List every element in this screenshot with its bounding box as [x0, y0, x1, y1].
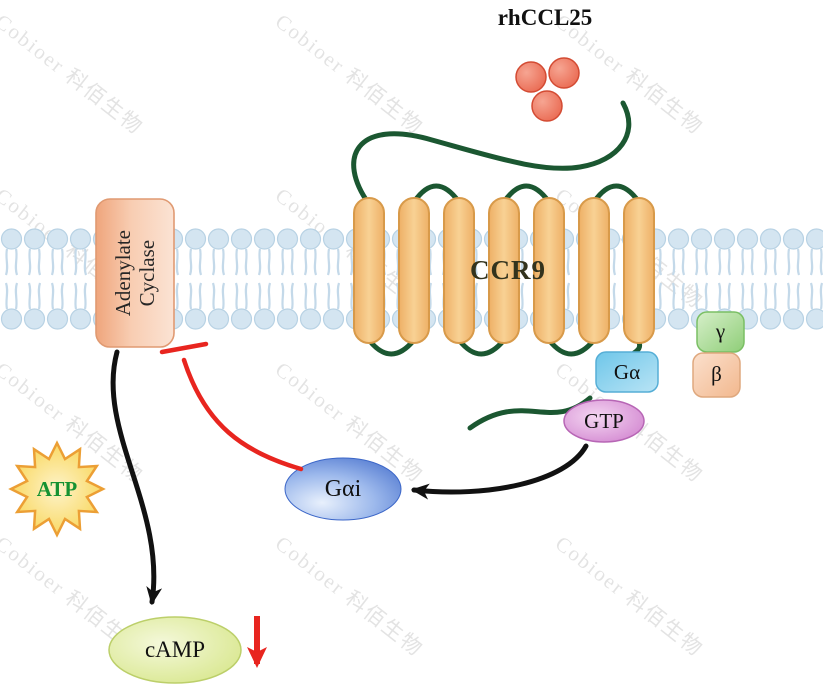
extracellular-loop [501, 183, 552, 205]
ligand-particle [531, 90, 563, 122]
ligand-particle [548, 57, 580, 89]
intracellular-loop [546, 337, 597, 357]
receptor-helix [578, 197, 610, 344]
receptor-helix [533, 197, 565, 344]
extracellular-loop [591, 183, 642, 205]
gamma-subunit-shape [696, 311, 745, 353]
inhibition-arrow-gai-to-ac [181, 357, 304, 472]
intracellular-loop [456, 337, 507, 357]
receptor-helices [353, 197, 655, 344]
arrow-ac-to-camp [110, 349, 163, 605]
intracellular-loop [366, 337, 417, 357]
ligand-particle [515, 61, 547, 93]
receptor-helix [443, 197, 475, 344]
extracellular-loop [411, 183, 462, 205]
inhibition-bar [159, 341, 209, 355]
g-alpha-i-shape [284, 457, 402, 521]
beta-subunit-shape [692, 352, 741, 398]
receptor-helix [488, 197, 520, 344]
adenylate-cyclase-shape [95, 198, 175, 348]
ligand-particles [515, 57, 580, 122]
gtp-shape [563, 399, 645, 443]
camp-shape [108, 616, 242, 684]
g-alpha-shape [595, 351, 659, 393]
n-terminus-loop [351, 100, 632, 207]
receptor-helix [353, 197, 385, 344]
atp-starburst [8, 440, 106, 538]
receptor-helix [398, 197, 430, 344]
receptor-helix [623, 197, 655, 344]
arrow-gtp-to-gai [411, 443, 589, 500]
